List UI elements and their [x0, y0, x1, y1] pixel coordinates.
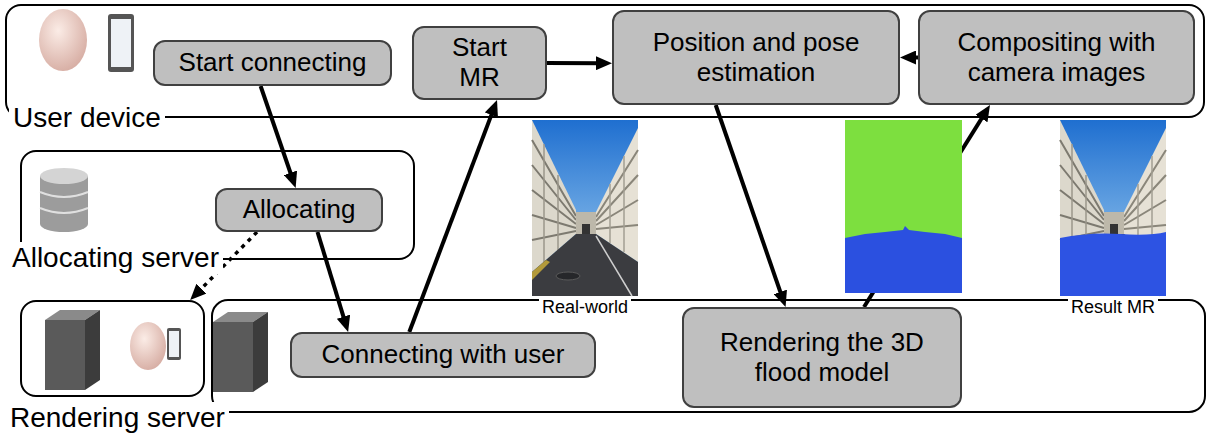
box-label: Start MR: [434, 33, 525, 93]
flow-arrow: [409, 109, 493, 332]
database-icon: [40, 168, 88, 232]
flow-arrow: [910, 56, 918, 60]
user-icon: [39, 9, 134, 72]
box-label: Start connecting: [179, 48, 367, 78]
swimlane: Rendering server: [20, 300, 205, 397]
image-caption: Real-world: [539, 297, 631, 318]
result-mr-photo: [1060, 120, 1166, 296]
process-box: Start MR: [412, 26, 547, 100]
box-label: Compositing with camera images: [940, 28, 1173, 88]
process-box: Allocating: [215, 188, 383, 232]
flow-arrow: [318, 232, 346, 322]
box-label: Allocating: [243, 195, 356, 225]
flow-arrow: [261, 86, 293, 179]
flow-arrow: [716, 105, 783, 298]
flood-render-image: [845, 120, 962, 293]
process-box: Rendering the 3D flood model: [682, 307, 962, 408]
image-caption-holder: Result MR: [1054, 297, 1172, 318]
rendering-lane: [212, 300, 1205, 412]
lane-label: Allocating server: [8, 242, 223, 274]
flow-arrow: [547, 61, 602, 65]
process-box: Compositing with camera images: [918, 10, 1195, 105]
image-caption-holder: Real-world: [526, 297, 644, 318]
lane-label: Rendering server: [6, 402, 229, 434]
server-icon: [213, 312, 268, 392]
process-box: Start connecting: [153, 40, 392, 86]
box-label: Position and pose estimation: [634, 28, 878, 88]
swimlane: User deviceStart connectingStart MRPosit…: [5, 4, 1205, 118]
box-label: Rendering the 3D flood model: [704, 328, 940, 388]
swimlane: Allocating serverAllocating: [20, 150, 415, 260]
process-box: Position and pose estimation: [612, 10, 900, 105]
user-icon: [130, 322, 181, 370]
box-label: Connecting with user: [322, 340, 565, 370]
real-world-photo: [532, 120, 638, 296]
image-caption: Result MR: [1068, 297, 1158, 318]
process-box: Connecting with user: [290, 332, 596, 378]
server-icon: [45, 310, 100, 390]
lane-label: User device: [9, 102, 165, 134]
